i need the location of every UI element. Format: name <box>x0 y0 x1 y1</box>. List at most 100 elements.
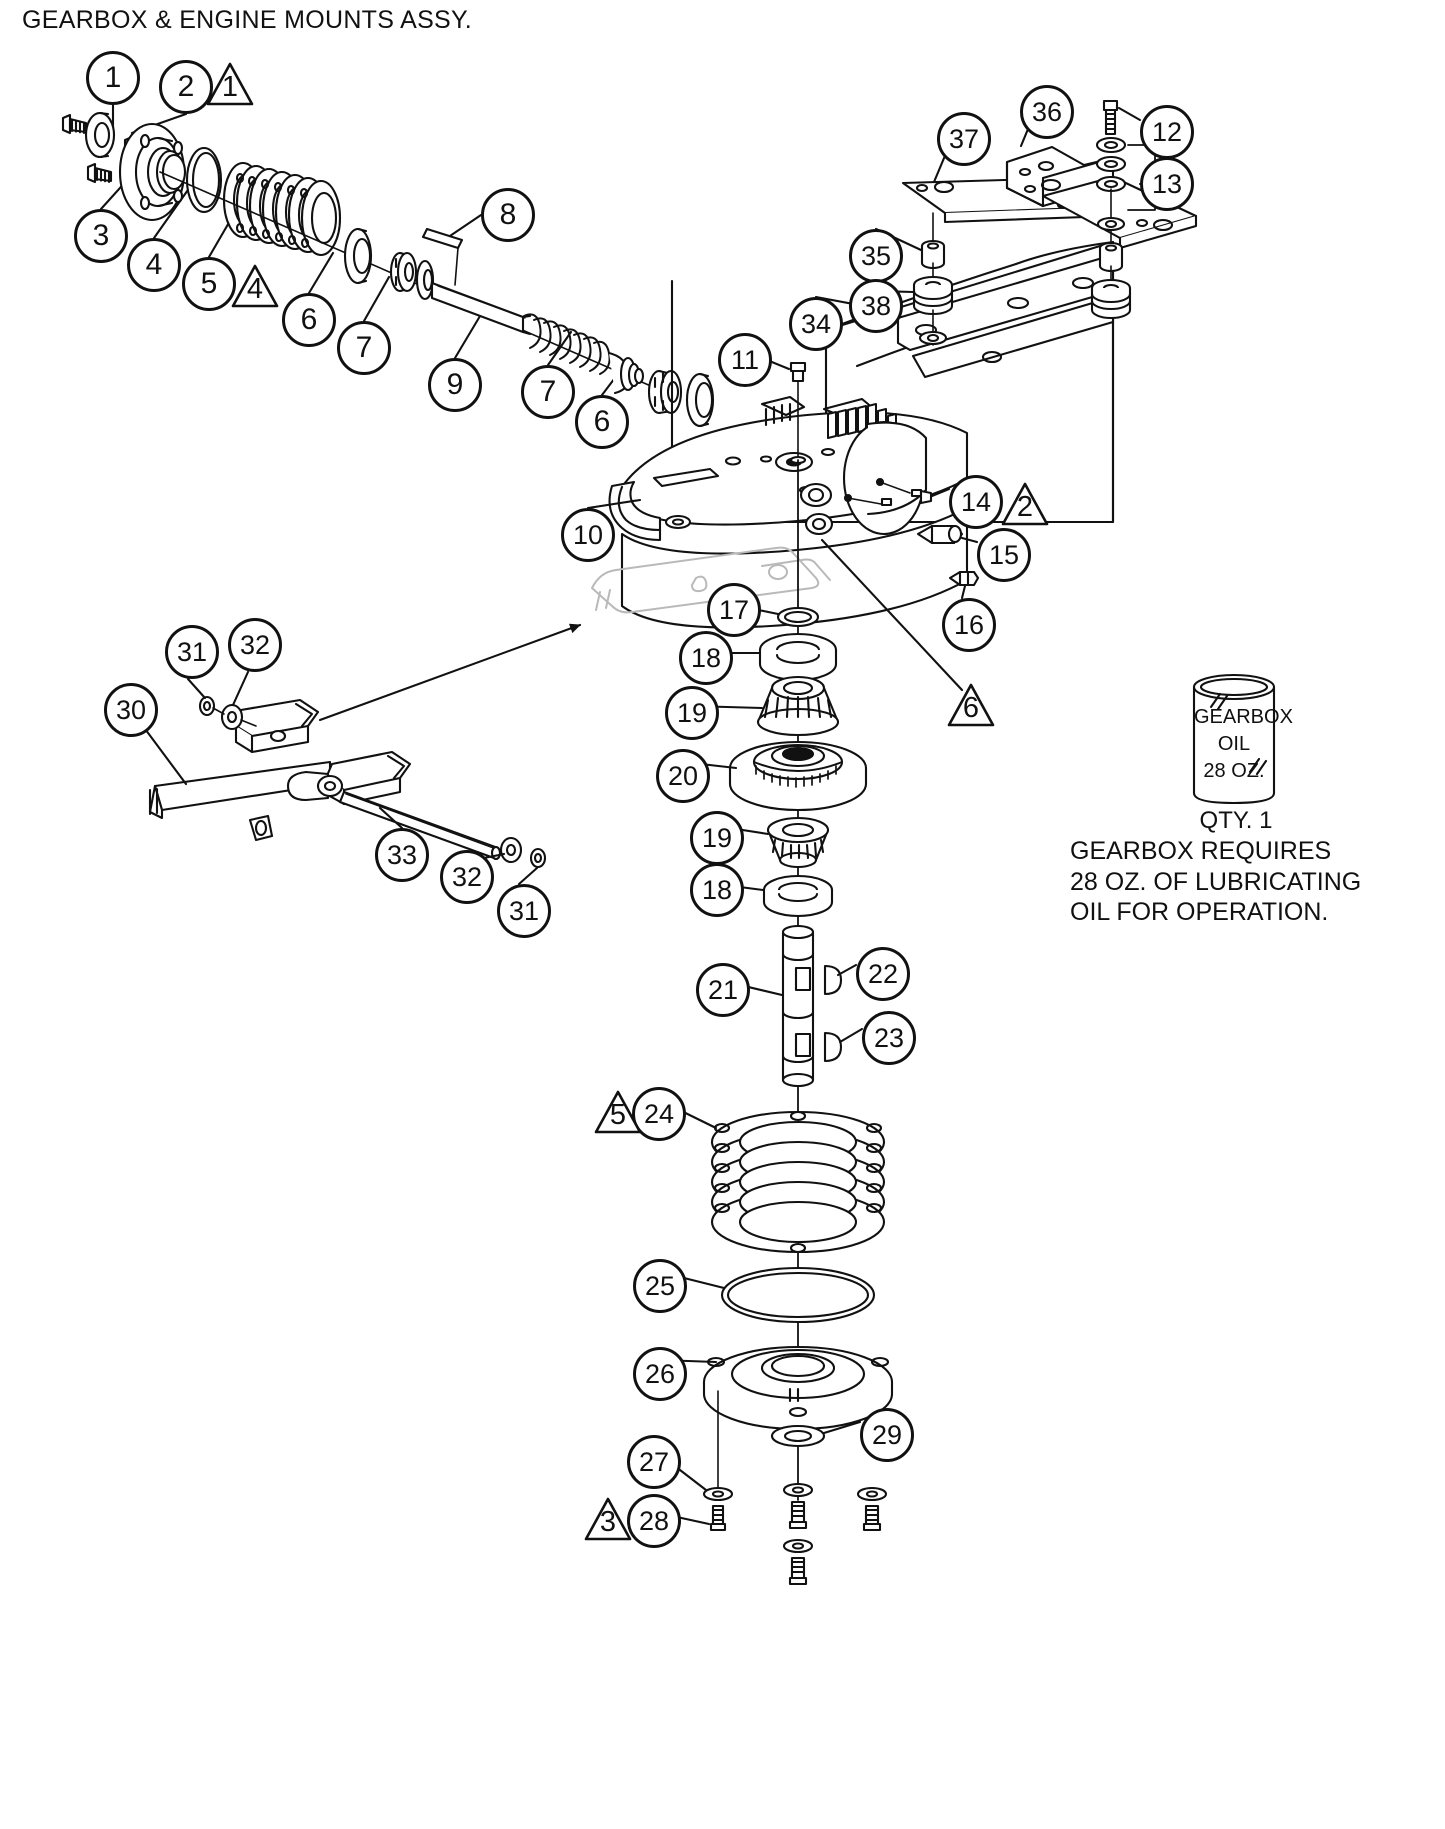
callout-18b[interactable]: 18 <box>690 863 744 917</box>
callout-22[interactable]: 22 <box>856 947 910 1001</box>
callout-13[interactable]: 13 <box>1140 157 1194 211</box>
note-triangle-1[interactable]: 1 <box>206 62 254 106</box>
callout-26[interactable]: 26 <box>633 1347 687 1401</box>
callout-label: 34 <box>800 308 832 339</box>
callout-label: 27 <box>638 1446 670 1477</box>
oil-can-label-line2: OIL <box>1217 733 1251 755</box>
callout-label: 8 <box>499 198 517 231</box>
callout-label: 24 <box>643 1098 675 1129</box>
callout-1[interactable]: 1 <box>86 51 140 105</box>
callout-9[interactable]: 9 <box>428 358 482 412</box>
note-triangle-label: 2 <box>1016 491 1034 523</box>
callout-17[interactable]: 17 <box>707 583 761 637</box>
callout-label: 15 <box>988 539 1020 570</box>
callout-35[interactable]: 35 <box>849 229 903 283</box>
callout-30[interactable]: 30 <box>104 683 158 737</box>
callout-16[interactable]: 16 <box>942 598 996 652</box>
callout-label: 6 <box>593 405 611 438</box>
callout-37[interactable]: 37 <box>937 112 991 166</box>
callout-12[interactable]: 12 <box>1140 105 1194 159</box>
callout-5[interactable]: 5 <box>182 257 236 311</box>
oil-can-label-line3: 28 OZ. <box>1203 760 1265 782</box>
callout-8[interactable]: 8 <box>481 188 535 242</box>
callout-7b[interactable]: 7 <box>521 365 575 419</box>
callout-20[interactable]: 20 <box>656 749 710 803</box>
note-triangle-3[interactable]: 3 <box>584 1497 632 1541</box>
callout-3[interactable]: 3 <box>74 209 128 263</box>
callout-label: 2 <box>177 70 195 103</box>
callout-36[interactable]: 36 <box>1020 85 1074 139</box>
callout-18a[interactable]: 18 <box>679 631 733 685</box>
oil-can-label-line1: GEARBOX <box>1194 706 1293 728</box>
callout-label: 26 <box>644 1358 676 1389</box>
note-line-3: OIL FOR OPERATION. <box>1070 898 1329 926</box>
callout-23[interactable]: 23 <box>862 1011 916 1065</box>
callout-7a[interactable]: 7 <box>337 321 391 375</box>
callout-label: 12 <box>1151 116 1183 147</box>
callout-24[interactable]: 24 <box>632 1087 686 1141</box>
callout-19b[interactable]: 19 <box>690 811 744 865</box>
callout-label: 18 <box>701 874 733 905</box>
note-triangle-label: 5 <box>609 1099 627 1131</box>
note-line-1: GEARBOX REQUIRES <box>1070 837 1332 865</box>
callout-14[interactable]: 14 <box>949 475 1003 529</box>
callout-32a[interactable]: 32 <box>228 618 282 672</box>
callout-label: 11 <box>730 344 760 375</box>
callout-label: 36 <box>1031 96 1063 127</box>
callout-label: 21 <box>707 974 739 1005</box>
callout-28[interactable]: 28 <box>627 1494 681 1548</box>
note-triangle-label: 3 <box>599 1506 617 1538</box>
callout-label: 19 <box>701 822 733 853</box>
callout-label: 3 <box>92 219 110 252</box>
callout-label: 31 <box>508 895 540 926</box>
callout-label: 4 <box>145 248 163 281</box>
callout-label: 17 <box>718 594 750 625</box>
note-line-2: 28 OZ. OF LUBRICATING <box>1070 867 1362 896</box>
callout-label: 30 <box>115 694 147 725</box>
callout-19a[interactable]: 19 <box>665 686 719 740</box>
callout-label: 6 <box>300 303 318 336</box>
note-triangle-label: 4 <box>246 273 264 305</box>
callout-2[interactable]: 2 <box>159 60 213 114</box>
callout-32b[interactable]: 32 <box>440 850 494 904</box>
callout-label: 7 <box>539 375 557 408</box>
callout-33[interactable]: 33 <box>375 828 429 882</box>
callout-label: 23 <box>873 1022 905 1053</box>
callout-label: 31 <box>176 636 208 667</box>
note-triangle-label: 1 <box>221 71 239 103</box>
note-triangle-4[interactable]: 4 <box>231 264 279 308</box>
callout-label: 13 <box>1151 168 1183 199</box>
callout-label: 33 <box>386 839 418 870</box>
callout-4[interactable]: 4 <box>127 238 181 292</box>
callout-27[interactable]: 27 <box>627 1435 681 1489</box>
callout-label: 20 <box>667 760 699 791</box>
note-triangle-2[interactable]: 2 <box>1001 482 1049 526</box>
callout-label: 14 <box>960 486 992 517</box>
callout-label: 38 <box>860 290 892 321</box>
callout-11[interactable]: 11 <box>718 333 772 387</box>
callout-10[interactable]: 10 <box>561 508 615 562</box>
callout-label: 1 <box>104 61 122 94</box>
callout-label: 32 <box>451 861 483 892</box>
callout-label: 9 <box>446 368 464 401</box>
note-triangle-6[interactable]: 6 <box>947 683 995 727</box>
note-triangle-5[interactable]: 5 <box>594 1090 642 1134</box>
callout-34[interactable]: 34 <box>789 297 843 351</box>
callout-15[interactable]: 15 <box>977 528 1031 582</box>
callout-label: 37 <box>948 123 980 154</box>
callout-label: 28 <box>638 1505 670 1536</box>
callout-label: 5 <box>200 267 218 300</box>
page-title: GEARBOX & ENGINE MOUNTS ASSY. <box>22 6 473 34</box>
callout-label: 22 <box>867 958 899 989</box>
callout-25[interactable]: 25 <box>633 1259 687 1313</box>
callout-6a[interactable]: 6 <box>282 293 336 347</box>
callout-31b[interactable]: 31 <box>497 884 551 938</box>
callout-6b[interactable]: 6 <box>575 395 629 449</box>
callout-31a[interactable]: 31 <box>165 625 219 679</box>
callout-21[interactable]: 21 <box>696 963 750 1017</box>
callout-38[interactable]: 38 <box>849 279 903 333</box>
callout-label: 18 <box>690 642 722 673</box>
oil-can-qty: QTY. 1 <box>1199 807 1273 834</box>
callout-29[interactable]: 29 <box>860 1408 914 1462</box>
